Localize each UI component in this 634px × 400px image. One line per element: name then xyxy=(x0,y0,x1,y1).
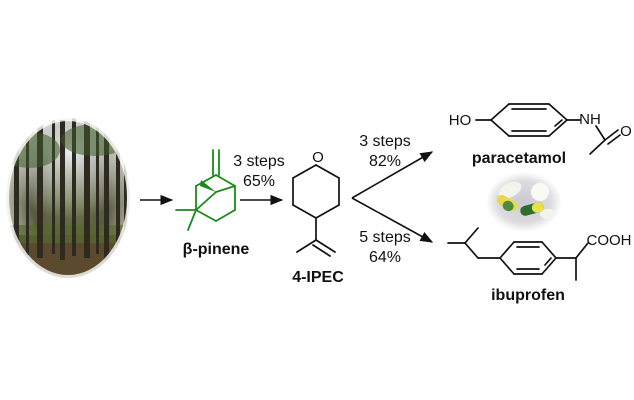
ipec-structure xyxy=(292,164,340,257)
pinene-wedge xyxy=(200,180,216,192)
arrow-ipec-to-ibuprofen xyxy=(351,197,434,243)
forest-photo xyxy=(3,115,133,281)
paracetamol-hydroxyl: HO xyxy=(449,112,472,129)
ibuprofen-label: ibuprofen xyxy=(491,287,565,304)
pills-photo xyxy=(486,172,562,232)
ipec-oxygen: O xyxy=(312,149,324,166)
pinene-structure xyxy=(175,149,236,231)
ibuprofen-structure xyxy=(447,227,589,281)
ibuprofen-carboxyl: COOH xyxy=(587,232,632,249)
step1-count: 3 steps xyxy=(233,153,285,170)
paracetamol-amide-nh: NH xyxy=(579,111,601,128)
paracetamol-label: paracetamol xyxy=(472,150,566,167)
step2-yield: 82% xyxy=(369,153,401,170)
pinene-label: β-pinene xyxy=(183,241,250,258)
step2-count: 3 steps xyxy=(359,133,411,150)
step3-count: 5 steps xyxy=(359,229,411,246)
ipec-label: 4-IPEC xyxy=(292,269,344,286)
paracetamol-structure xyxy=(475,103,621,155)
paracetamol-carbonyl-o: O xyxy=(620,123,632,140)
step1-yield: 65% xyxy=(243,173,275,190)
step3-yield: 64% xyxy=(369,249,401,266)
arrow-ipec-to-paracetamol xyxy=(351,151,434,199)
